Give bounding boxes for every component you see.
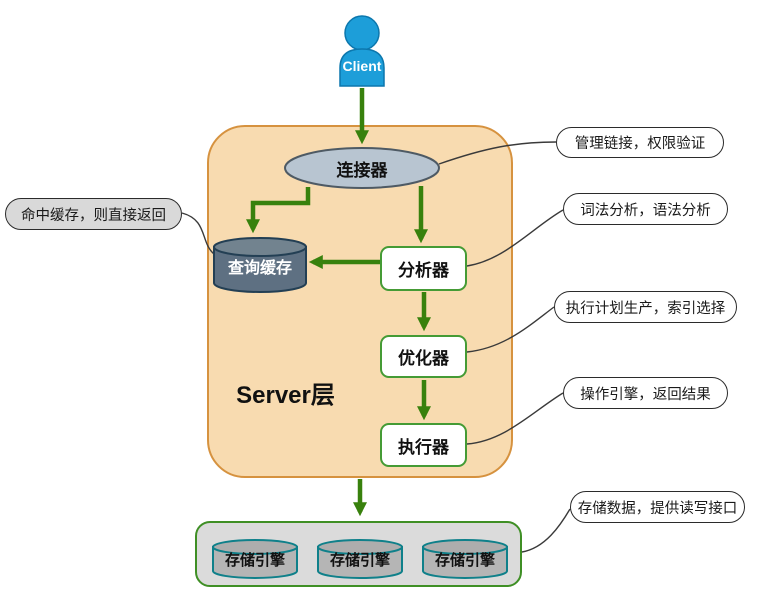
- connector-label: 连接器: [336, 160, 388, 180]
- storage-engine-cylinder-3: [422, 539, 508, 579]
- query-cache-cylinder: [213, 237, 307, 293]
- callout-line-optimizer: [466, 306, 555, 353]
- client-label: Client: [342, 58, 382, 74]
- callout-line-executor: [466, 392, 564, 445]
- executor-node: 执行器: [380, 423, 467, 467]
- callout-storage: 存储数据，提供读写接口: [570, 491, 745, 523]
- storage-engine-label-1: 存储引擎: [224, 551, 285, 569]
- callout-cache-hit: 命中缓存，则直接返回: [5, 198, 182, 230]
- analyzer-node: 分析器: [380, 246, 467, 291]
- callout-executor: 操作引擎，返回结果: [563, 377, 728, 409]
- optimizer-node: 优化器: [380, 335, 467, 378]
- callout-line-cache-hit: [181, 212, 215, 255]
- callout-line-analyzer: [466, 209, 564, 267]
- callout-analyzer: 词法分析，语法分析: [563, 193, 728, 225]
- server-layer-label: Server层: [236, 381, 335, 409]
- callout-optimizer: 执行计划生产，索引选择: [554, 291, 737, 323]
- connector-ellipse: [284, 147, 440, 189]
- storage-engine-label-2: 存储引擎: [329, 551, 390, 569]
- callout-line-connector: [438, 141, 557, 165]
- client-icon: [339, 15, 385, 87]
- callout-connector: 管理链接，权限验证: [556, 127, 724, 158]
- storage-engine-cylinder-2: [317, 539, 403, 579]
- query-cache-label: 查询缓存: [227, 260, 292, 277]
- storage-engine-label-3: 存储引擎: [434, 551, 495, 569]
- arrow-connector-to-cache: [246, 187, 311, 234]
- storage-engine-cylinder-1: [212, 539, 298, 579]
- callout-line-storage: [521, 508, 571, 553]
